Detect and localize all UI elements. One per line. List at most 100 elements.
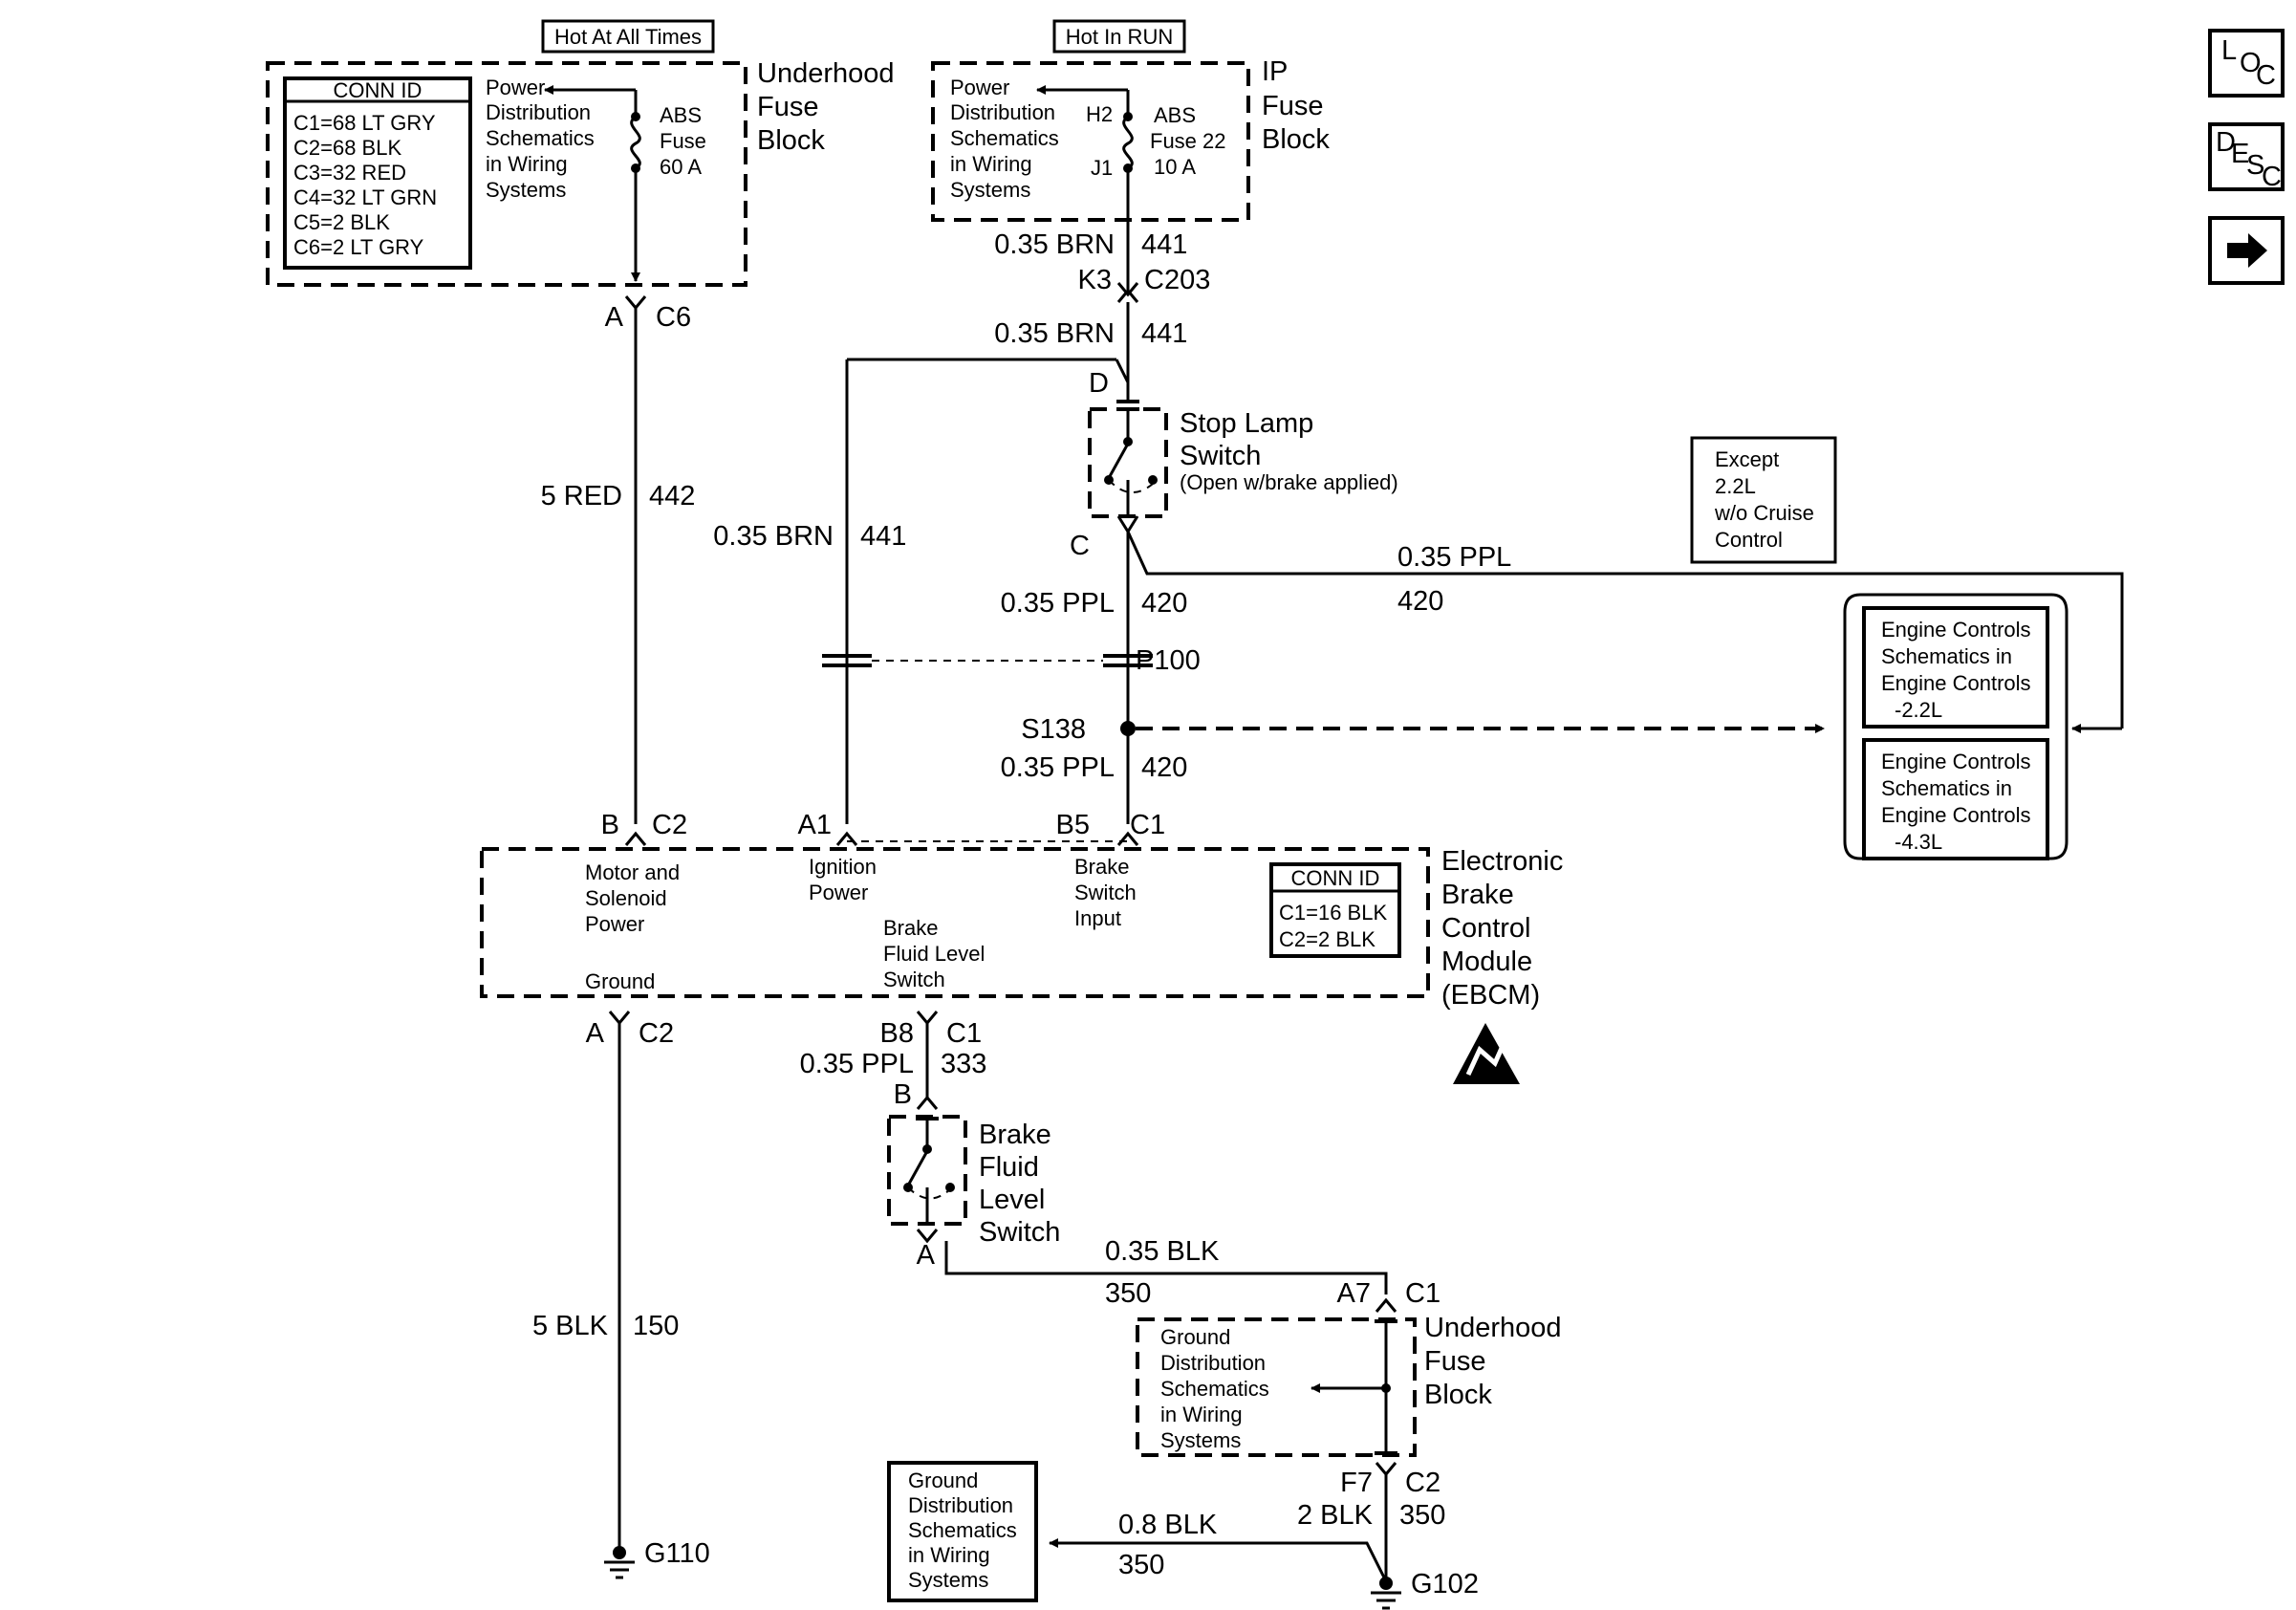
next-page-button[interactable]: [2208, 216, 2285, 285]
underhood-fuse-block-bottom: [1136, 1317, 1417, 1457]
stop-lamp-switch-contact: [1107, 443, 1130, 479]
wire-blk350-color: 0.35 BLK: [1105, 1236, 1220, 1267]
a7-c1-label: C1: [1405, 1278, 1440, 1309]
svg-text:Power: Power: [486, 76, 545, 99]
uhfb-conn-c5: C5=2 BLK: [293, 210, 390, 234]
uhfb-conn-c3: C3=32 RED: [293, 161, 406, 185]
wire-blk2-color: 2 BLK: [1297, 1500, 1374, 1531]
svg-text:Systems: Systems: [950, 178, 1030, 202]
svg-text:Switch: Switch: [979, 1217, 1060, 1248]
ip-fb-name-1: IP: [1262, 56, 1288, 87]
svg-text:Power: Power: [950, 76, 1009, 99]
engine-controls-ref-4-3l: [1862, 738, 2049, 860]
ebcm-conn-id-table: [1269, 862, 1401, 958]
svg-text:-4.3L: -4.3L: [1895, 830, 1942, 854]
svg-text:Distribution: Distribution: [1160, 1351, 1266, 1375]
desc-button[interactable]: D E S C: [2208, 122, 2285, 192]
svg-text:Systems: Systems: [908, 1568, 988, 1592]
f7-c2-label: C2: [1405, 1468, 1440, 1498]
desc-c: C: [2262, 162, 2282, 192]
wire-fluid-circuit: 333: [941, 1049, 986, 1079]
arrow-right-icon: [2227, 233, 2267, 268]
ebcm-conn-c2: C2=2 BLK: [1279, 927, 1375, 951]
except-note-box: [1690, 436, 1837, 564]
svg-text:ABS: ABS: [1154, 103, 1196, 127]
svg-text:Engine Controls: Engine Controls: [1881, 750, 2031, 773]
esd-warning-icon: [1453, 1023, 1520, 1084]
ip-pin-j1: J1: [1091, 156, 1113, 180]
stop-lamp-name-2: Switch: [1180, 441, 1261, 471]
loc-c: C: [2256, 60, 2276, 91]
engine-controls-bracket-right: [2050, 593, 2069, 860]
g102-ground-icon: [1371, 1577, 1401, 1610]
svg-text:in Wiring: in Wiring: [1160, 1403, 1243, 1426]
svg-text:Fuse 22: Fuse 22: [1150, 129, 1226, 153]
a-c2-label: C2: [639, 1018, 674, 1049]
c203-label: C203: [1144, 265, 1210, 295]
svg-text:Brake: Brake: [979, 1120, 1051, 1150]
a-c6-label: C6: [656, 302, 691, 333]
a1-pin: A1: [798, 810, 832, 840]
b-c2-pin: B: [601, 810, 619, 840]
svg-text:Underhood: Underhood: [1424, 1313, 1562, 1343]
abs-fuse-22-icon: [1122, 115, 1134, 170]
f7-pin: F7: [1340, 1468, 1373, 1498]
desc-s: S: [2246, 150, 2264, 181]
ebcm-motor-power: Motor and Solenoid Power: [585, 860, 680, 936]
wire-blk08-color: 0.8 BLK: [1118, 1510, 1218, 1540]
uhfb-conn-c4: C4=32 LT GRN: [293, 185, 437, 209]
svg-text:Ignition: Ignition: [809, 855, 877, 879]
abs-fuse-22-label: ABS Fuse 22 10 A: [1150, 103, 1226, 179]
wire-blk2-circuit: 350: [1399, 1500, 1445, 1531]
loc-l: L: [2221, 35, 2237, 66]
uhfb-conn-id-title: CONN ID: [334, 78, 422, 102]
svg-text:10 A: 10 A: [1154, 155, 1196, 179]
wire-fuse-out-color: 0.35 BRN: [994, 229, 1115, 260]
svg-text:ABS: ABS: [660, 103, 702, 127]
svg-text:Block: Block: [1424, 1380, 1492, 1410]
wire-ppl2-circuit: 420: [1141, 752, 1187, 783]
svg-text:Solenoid: Solenoid: [585, 886, 667, 910]
uhfb-bottom-ground-ref: Ground Distribution Schematics in Wiring…: [1160, 1325, 1269, 1452]
a-c2-pin: A: [586, 1018, 605, 1049]
svg-text:(EBCM): (EBCM): [1441, 980, 1540, 1011]
brake-fluid-switch-name: Brake Fluid Level Switch: [979, 1120, 1060, 1248]
loc-button[interactable]: L O C: [2208, 29, 2285, 98]
abs-fuse-60a-icon: [630, 115, 641, 170]
svg-text:Control: Control: [1715, 528, 1783, 552]
g110-label: G110: [644, 1538, 710, 1569]
svg-text:Engine Controls: Engine Controls: [1881, 618, 2031, 642]
svg-text:Power: Power: [809, 881, 868, 904]
svg-text:Motor and: Motor and: [585, 860, 680, 884]
svg-text:Power: Power: [585, 912, 644, 936]
b-c2-label: C2: [652, 810, 687, 840]
svg-text:Schematics: Schematics: [950, 126, 1059, 150]
svg-text:Ground: Ground: [908, 1469, 978, 1492]
b8-pin: B8: [880, 1018, 914, 1049]
svg-text:Except: Except: [1715, 447, 1779, 471]
ebcm-brake-switch-input: Brake Switch Input: [1074, 855, 1137, 930]
svg-text:Distribution: Distribution: [486, 100, 591, 124]
hot-at-all-times-label: Hot At All Times: [554, 25, 702, 49]
svg-text:Fuse: Fuse: [660, 129, 706, 153]
wire-blk-circuit: 150: [633, 1311, 679, 1341]
wire-ppl-branch-circuit: 420: [1397, 586, 1443, 617]
svg-text:Fuse: Fuse: [1424, 1346, 1485, 1377]
svg-text:Distribution: Distribution: [950, 100, 1055, 124]
underhood-fuse-block-top: [266, 61, 747, 287]
svg-text:Schematics in: Schematics in: [1881, 644, 2012, 668]
uhfb-top-name-1: Underhood: [757, 58, 895, 89]
desc-d: D: [2216, 127, 2236, 158]
ebcm-name: Electronic Brake Control Module (EBCM): [1441, 846, 1563, 1011]
uhfb-conn-id-list: C1=68 LT GRY C2=68 BLK C3=32 RED C4=32 L…: [293, 111, 437, 259]
ip-fb-name-3: Block: [1262, 124, 1330, 155]
svg-text:Switch: Switch: [1074, 881, 1137, 904]
uhfb-bottom-name: Underhood Fuse Block: [1424, 1313, 1562, 1410]
wire-ppl-branch-color: 0.35 PPL: [1397, 542, 1511, 573]
svg-text:Schematics: Schematics: [486, 126, 595, 150]
s138-splice: [1120, 721, 1136, 736]
uhfb-power-ref: Power Distribution Schematics in Wiring …: [486, 76, 595, 202]
ebcm-conn-c1: C1=16 BLK: [1279, 901, 1387, 925]
brake-fluid-pin-b: B: [894, 1079, 912, 1110]
svg-text:Schematics in: Schematics in: [1881, 776, 2012, 800]
